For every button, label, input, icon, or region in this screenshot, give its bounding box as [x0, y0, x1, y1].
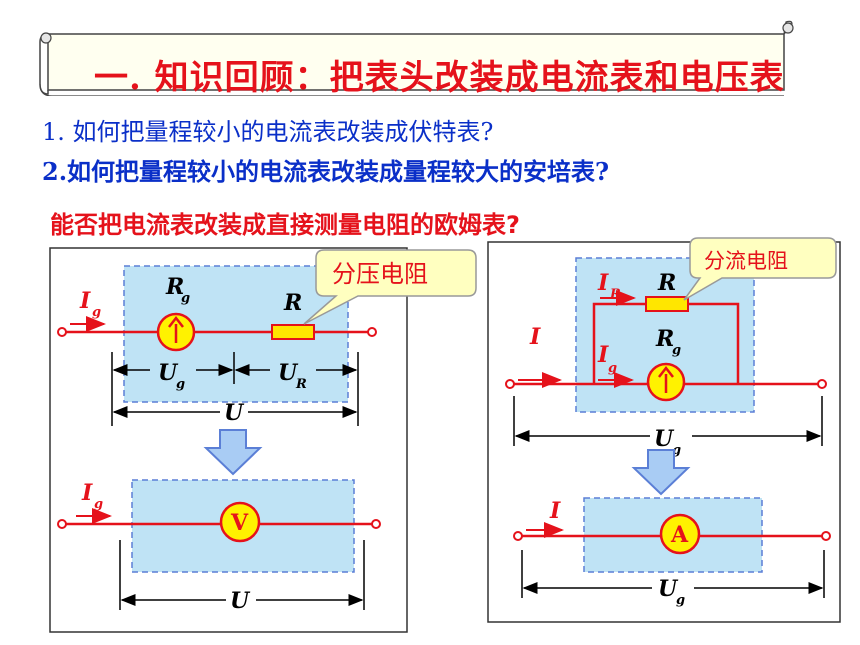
shunt-resistor-label: R: [657, 270, 676, 296]
right-up-arrow-icon: [658, 365, 674, 393]
title-banner: 一. 知识回顾：把表头改装成电流表和电压表: [34, 20, 796, 98]
ur-label: U R: [278, 360, 307, 392]
voltmeter-letter: V: [230, 510, 249, 536]
svg-text:分压电阻: 分压电阻: [332, 260, 428, 288]
svg-text:R: R: [295, 377, 307, 392]
left-bottom-current-label: I g: [81, 480, 103, 512]
ug-label: U g: [158, 360, 185, 392]
question-1: 1. 如何把量程较小的电流表改装成伏特表?: [42, 118, 494, 146]
right-bottom-ug-label: U g: [658, 576, 685, 608]
svg-text:I: I: [597, 342, 609, 368]
galvanometer-resistance-label: R g: [165, 274, 190, 306]
left-panel-frame: [49, 247, 408, 633]
svg-text:g: g: [676, 593, 685, 608]
right-top-terminal-left: [505, 379, 515, 389]
left-top-terminal-left: [57, 327, 67, 337]
scroll-shape: [39, 20, 794, 96]
svg-text:分流电阻: 分流电阻: [704, 249, 788, 273]
svg-text:U: U: [158, 360, 179, 386]
right-galv-resistance-label: R g: [655, 326, 681, 358]
svg-text:R: R: [609, 287, 621, 302]
right-bottom-terminal-left: [513, 531, 523, 541]
svg-text:I: I: [79, 288, 91, 314]
up-arrow-icon: [168, 315, 184, 343]
svg-text:I: I: [597, 270, 609, 296]
shunt-resistor: [645, 296, 689, 312]
left-top-terminal-right: [367, 327, 377, 337]
svg-text:g: g: [672, 443, 681, 458]
right-bottom-terminal-right: [821, 531, 831, 541]
left-bottom-terminal-left: [57, 519, 67, 529]
left-bottom-terminal-right: [371, 519, 381, 529]
bottom-total-voltage-label: U: [230, 588, 251, 614]
svg-text:R: R: [655, 326, 674, 352]
page-title: 一. 知识回顾：把表头改装成电流表和电压表: [94, 58, 785, 98]
ir-label: I R: [597, 270, 621, 302]
left-current-label: I g: [79, 288, 101, 320]
ig-label: I g: [597, 342, 617, 376]
right-panel-frame: [487, 241, 841, 623]
question-2: 2.如何把量程较小的电流表改装成量程较大的安培表?: [42, 157, 610, 186]
svg-text:g: g: [176, 377, 185, 392]
ammeter-symbol: [659, 513, 701, 555]
ammeter-letter: A: [670, 522, 689, 548]
series-resistor: [271, 324, 315, 340]
svg-text:g: g: [181, 291, 190, 306]
svg-text:U: U: [658, 576, 679, 602]
total-current-label: I: [529, 324, 541, 350]
svg-text:R: R: [165, 274, 184, 300]
svg-text:U: U: [654, 426, 675, 452]
right-ug-label: U g: [654, 426, 681, 458]
svg-text:g: g: [94, 497, 103, 512]
svg-text:U: U: [278, 360, 299, 386]
series-resistor-label: R: [283, 290, 302, 316]
right-top-terminal-right: [817, 379, 827, 389]
svg-text:I: I: [81, 480, 93, 506]
conversion-down-arrow: [203, 429, 263, 476]
right-bottom-current-label: I: [549, 498, 561, 524]
svg-text:g: g: [672, 343, 681, 358]
total-voltage-label: U: [224, 400, 245, 426]
svg-text:g: g: [92, 305, 101, 320]
right-conversion-down-arrow: [631, 449, 691, 496]
voltmeter-symbol: [219, 501, 261, 543]
question-3: 能否把电流表改装成直接测量电阻的欧姆表?: [50, 211, 520, 239]
shunt-callout: 分流电阻: [683, 237, 837, 301]
voltage-divider-callout: 分压电阻: [303, 249, 477, 325]
svg-text:g: g: [608, 361, 617, 376]
